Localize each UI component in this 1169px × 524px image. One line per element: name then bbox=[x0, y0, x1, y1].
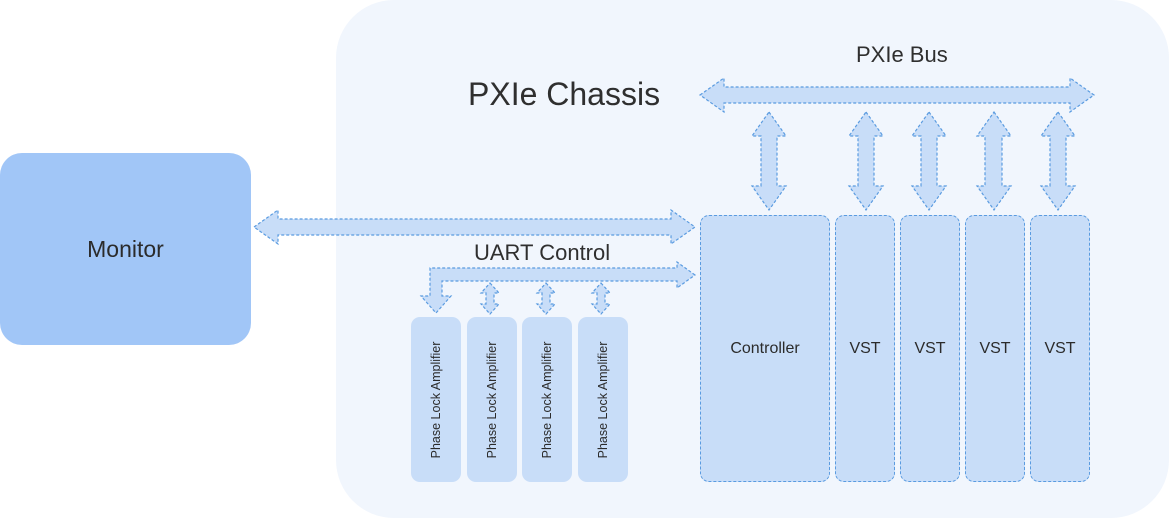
vst-label: VST bbox=[979, 339, 1011, 357]
bus-to-vst2-arrow bbox=[910, 110, 948, 212]
phase-lock-amplifier-1: Phase Lock Amplifier bbox=[411, 317, 461, 482]
bus-to-vst3-arrow bbox=[975, 110, 1013, 212]
vst-module-3: VST bbox=[965, 215, 1025, 482]
phase-lock-amplifier-3: Phase Lock Amplifier bbox=[522, 317, 572, 482]
uart-to-amplifier3-arrow bbox=[535, 282, 557, 315]
phase-lock-amplifier-2: Phase Lock Amplifier bbox=[467, 317, 517, 482]
uart-to-amplifier4-arrow bbox=[590, 282, 612, 315]
monitor-box: Monitor bbox=[0, 153, 251, 345]
controller-label: Controller bbox=[730, 339, 800, 357]
uart-to-amplifier2-arrow bbox=[479, 282, 501, 315]
vst-module-2: VST bbox=[900, 215, 960, 482]
chassis-title: PXIe Chassis bbox=[468, 76, 661, 112]
pxie-bus-label: PXIe Bus bbox=[856, 42, 948, 67]
bus-to-vst1-arrow bbox=[847, 110, 885, 212]
monitor-controller-arrow bbox=[252, 208, 697, 246]
vst-label: VST bbox=[914, 339, 946, 357]
vst-module-4: VST bbox=[1030, 215, 1090, 482]
bus-to-controller-arrow bbox=[750, 110, 788, 212]
vst-label: VST bbox=[1044, 339, 1076, 357]
pxie-bus-arrow bbox=[698, 76, 1096, 114]
bus-to-vst4-arrow bbox=[1039, 110, 1077, 212]
phase-lock-amplifier-4: Phase Lock Amplifier bbox=[578, 317, 628, 482]
monitor-label: Monitor bbox=[87, 235, 164, 262]
vst-module-1: VST bbox=[835, 215, 895, 482]
controller-module: Controller bbox=[700, 215, 830, 482]
vst-label: VST bbox=[849, 339, 881, 357]
uart-control-label: UART Control bbox=[474, 240, 611, 265]
uart-control-arrow bbox=[419, 260, 697, 314]
